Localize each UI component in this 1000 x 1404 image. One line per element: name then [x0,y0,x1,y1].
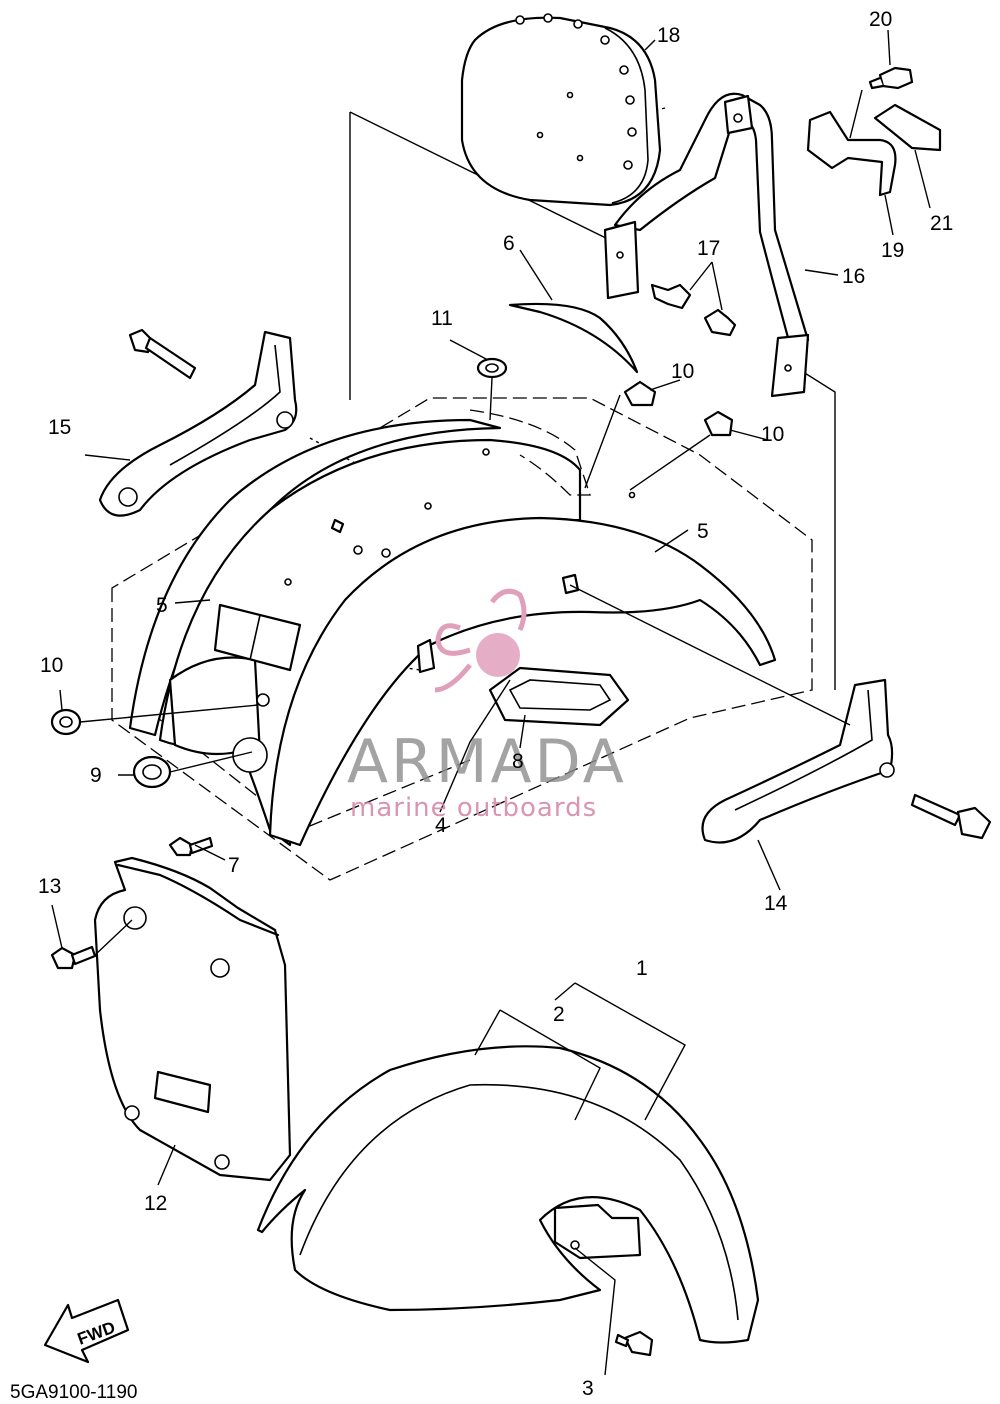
grommet-9 [132,755,172,789]
callout-16: 16 [842,265,865,288]
callout-10c: 10 [40,654,63,677]
bolt-15 [128,328,197,380]
callout-14: 14 [764,892,788,915]
callout-20: 20 [869,8,892,31]
front-fender-1 [256,1045,760,1344]
watermark-tagline: marine outboards [350,793,597,823]
guide-line-right [799,369,836,690]
callout-10b: 10 [761,423,784,446]
side-rail-14 [701,678,895,844]
callout-5a: 5 [156,594,168,617]
fender-stripe-6 [508,302,639,374]
callout-19: 19 [881,239,904,262]
bracket-19 [806,89,897,197]
bolt-7 [168,836,214,857]
bolt-13 [50,945,97,970]
callout-8: 8 [512,750,524,773]
side-rail-15 [98,330,298,517]
grommet-10-left [50,708,82,736]
callout-2: 2 [553,1003,565,1026]
watermark-logo-icon [434,588,527,693]
callout-9: 9 [90,764,102,787]
watermark: ARMADA marine outboards [347,588,627,823]
callout-13: 13 [38,875,61,898]
callout-18: 18 [657,24,680,47]
callout-1: 1 [636,957,648,980]
callout-11: 11 [431,307,453,330]
side-cover-12 [93,856,292,1182]
washer-11 [476,357,508,379]
bolt-17 [650,283,737,337]
fender-clip [416,638,436,674]
watermark-brand: ARMADA [347,727,627,797]
fwd-arrow: FWD [43,1298,130,1364]
callout-7: 7 [228,854,240,877]
callout-3: 3 [582,1377,594,1400]
backrest-frame [603,92,810,398]
callout-12: 12 [144,1192,167,1215]
callout-5b: 5 [697,520,709,543]
assembly-outline [111,397,813,881]
callout-4: 4 [435,814,447,837]
fender-clip-right [561,573,580,595]
callout-17: 17 [697,237,720,260]
bolt-3 [614,1330,654,1357]
pad-21 [873,103,942,152]
callout-labels: 1 2 3 4 5 5 6 7 8 9 10 10 10 11 12 13 14… [38,8,953,1400]
callout-10a: 10 [671,360,694,383]
bolt-20 [868,66,914,90]
callout-15: 15 [48,416,71,439]
callout-6: 6 [503,232,515,255]
callout-21: 21 [930,212,953,235]
backrest-pad [460,13,662,207]
reflector-8 [488,666,630,727]
bolt-14 [910,793,992,840]
leader-lines [51,29,931,1376]
diagram-code: 5GA9100-1190 [10,1382,137,1403]
grommet-10-top [623,380,657,407]
grommet-10-right [703,410,734,437]
